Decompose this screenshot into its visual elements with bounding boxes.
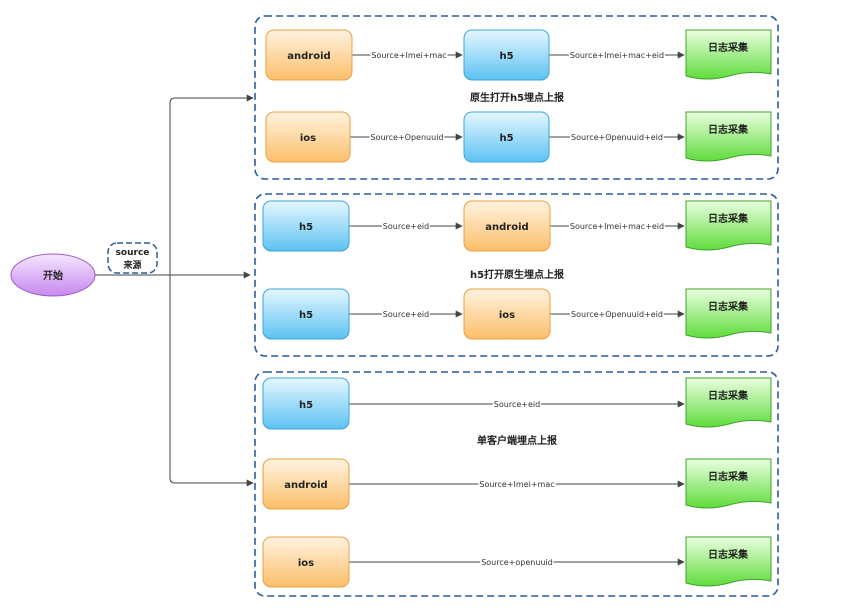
edge-label-g2r2-a: Source+eid — [383, 310, 429, 319]
log-collect-label: 日志采集 — [708, 123, 749, 136]
group-3-title: 单客户端埋点上报 — [477, 434, 557, 447]
log-collect-label: 日志采集 — [708, 41, 749, 54]
log-collect-node: 日志采集 — [685, 536, 772, 587]
node-android-label: android — [485, 222, 528, 233]
source-label-line1: source — [116, 248, 150, 258]
log-collect-node: 日志采集 — [685, 29, 772, 80]
source-annotation: source 来源 — [107, 242, 158, 274]
node-ios: ios — [262, 536, 350, 588]
group-3-container — [254, 371, 779, 597]
node-ios: ios — [265, 111, 351, 163]
log-collect-label: 日志采集 — [708, 300, 749, 313]
group-2-title: h5打开原生埋点上报 — [470, 268, 564, 281]
log-collect-node: 日志采集 — [685, 458, 772, 509]
group-1-title: 原生打开h5埋点上报 — [470, 91, 564, 104]
log-collect-node: 日志采集 — [685, 288, 772, 339]
node-android: android — [262, 458, 350, 510]
log-collect-label: 日志采集 — [708, 212, 749, 225]
node-h5-label: h5 — [499, 51, 513, 62]
source-label-line2: 来源 — [122, 259, 141, 271]
edge-label-g1r1-b: Source+Imei+mac+eid — [570, 51, 664, 60]
node-h5-label: h5 — [499, 133, 513, 144]
node-h5: h5 — [463, 29, 550, 81]
log-collect-label: 日志采集 — [708, 389, 749, 402]
edge-label-g1r2-a: Source+Openuuid — [371, 133, 444, 142]
node-h5: h5 — [463, 111, 550, 163]
group-2-container — [254, 193, 779, 357]
node-ios-label: ios — [298, 558, 314, 569]
log-collect-label: 日志采集 — [708, 470, 749, 483]
log-collect-node: 日志采集 — [685, 377, 772, 428]
log-collect-node: 日志采集 — [685, 200, 772, 251]
connector-trunk-vertical — [169, 97, 176, 484]
start-label: 开始 — [43, 269, 63, 282]
edge-label-g3r3: Source+openuuid — [481, 558, 553, 567]
node-h5: h5 — [262, 377, 350, 430]
node-h5: h5 — [262, 288, 350, 340]
edge-label-g1r1-a: Source+Imei+mac — [371, 51, 446, 60]
edge-label-g2r1-b: Source+Imei+mac+eid — [570, 222, 664, 231]
node-ios-label: ios — [300, 133, 316, 144]
node-android: android — [265, 29, 353, 81]
start-node: 开始 — [10, 253, 96, 297]
node-h5-label: h5 — [299, 222, 313, 233]
log-collect-label: 日志采集 — [708, 548, 749, 561]
edge-label-g2r1-a: Source+eid — [383, 222, 429, 231]
log-collect-node: 日志采集 — [685, 111, 772, 162]
node-h5-label: h5 — [299, 400, 313, 411]
group-1-container — [254, 15, 779, 180]
node-h5: h5 — [262, 200, 350, 252]
node-ios-label: ios — [499, 310, 515, 321]
node-android: android — [463, 200, 551, 252]
edge-label-g3r1: Source+eid — [494, 400, 540, 409]
node-ios: ios — [463, 288, 551, 340]
node-android-label: android — [287, 51, 330, 62]
node-h5-label: h5 — [299, 310, 313, 321]
edge-label-g1r2-b: Source+Openuuid+eid — [571, 133, 663, 142]
edge-label-g2r2-b: Source+Openuuid+eid — [571, 310, 663, 319]
edge-label-g3r2: Source+Imei+mac — [479, 480, 554, 489]
node-android-label: android — [284, 480, 327, 491]
